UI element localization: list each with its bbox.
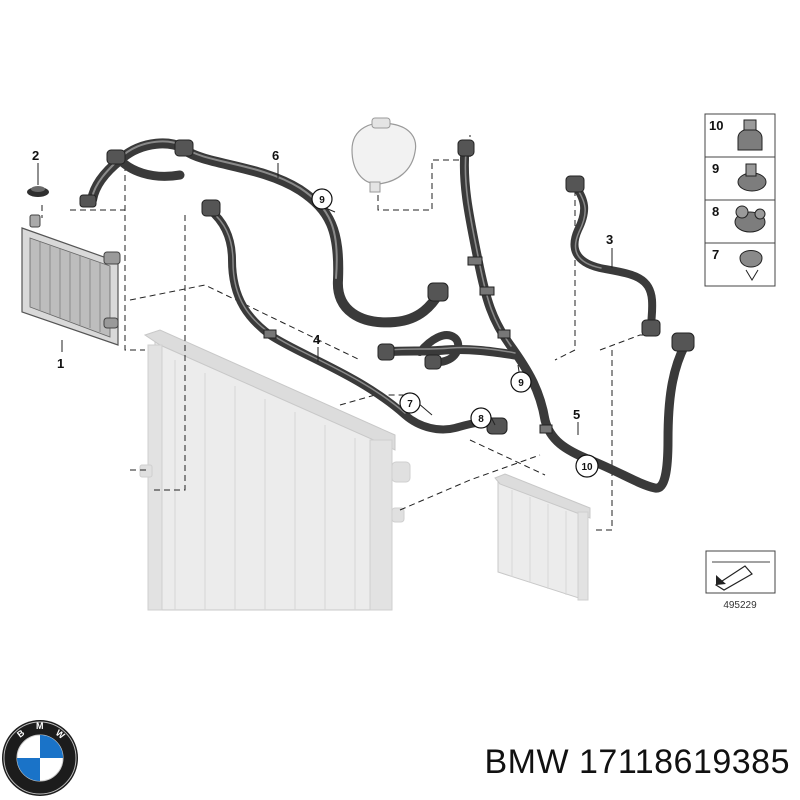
callout-3: 3 <box>606 232 613 247</box>
part-3-hose <box>565 175 661 337</box>
bmw-logo: B M W <box>2 720 78 796</box>
circle-callout-7: 7 <box>399 392 421 414</box>
legend-label-9: 9 <box>712 161 719 176</box>
svg-text:B: B <box>15 727 27 739</box>
part-1-radiator <box>21 214 121 346</box>
callout-2: 2 <box>32 148 39 163</box>
hose-clamps <box>263 256 553 434</box>
svg-text:7: 7 <box>407 399 413 410</box>
circle-callout-9-lower: 9 <box>510 371 532 393</box>
main-radiator <box>139 329 411 611</box>
brand-part-number: BMW 17118619385 <box>410 738 790 786</box>
clamp-9-icon <box>737 163 767 192</box>
legend-label-8: 8 <box>712 204 719 219</box>
clamp-8-icon <box>734 205 766 233</box>
legend-label-7: 7 <box>712 247 719 262</box>
svg-text:10: 10 <box>581 462 593 473</box>
svg-text:M: M <box>36 721 44 731</box>
reference-number: 495229 <box>723 600 757 611</box>
svg-text:9: 9 <box>518 378 524 389</box>
circled-callouts: 9 7 8 9 10 <box>311 188 599 478</box>
part-number: 17118619385 <box>579 743 790 781</box>
callout-5: 5 <box>573 407 580 422</box>
clamp-10-icon <box>737 119 763 151</box>
callout-labels: 1 2 3 4 5 6 <box>32 148 613 422</box>
circle-callout-9-upper: 9 <box>311 188 333 210</box>
brand-name: BMW <box>484 743 570 781</box>
reference-arrow-box: 495229 <box>705 550 776 611</box>
legend-label-10: 10 <box>709 118 723 133</box>
circle-callout-10: 10 <box>575 454 599 478</box>
expansion-tank <box>351 117 417 193</box>
callout-6: 6 <box>272 148 279 163</box>
callout-4: 4 <box>313 332 321 347</box>
part-6-hose <box>79 138 449 328</box>
clamp-legend: 10 9 8 7 <box>704 113 776 287</box>
hose-junction <box>377 331 520 370</box>
circle-callout-8: 8 <box>470 407 492 429</box>
svg-text:8: 8 <box>478 414 484 425</box>
clamp-7-icon <box>739 250 763 281</box>
svg-text:9: 9 <box>319 195 325 206</box>
part-4-hose <box>201 199 508 435</box>
auxiliary-radiator <box>494 473 591 601</box>
callout-1: 1 <box>57 356 64 371</box>
part-2-grommet <box>27 186 49 197</box>
